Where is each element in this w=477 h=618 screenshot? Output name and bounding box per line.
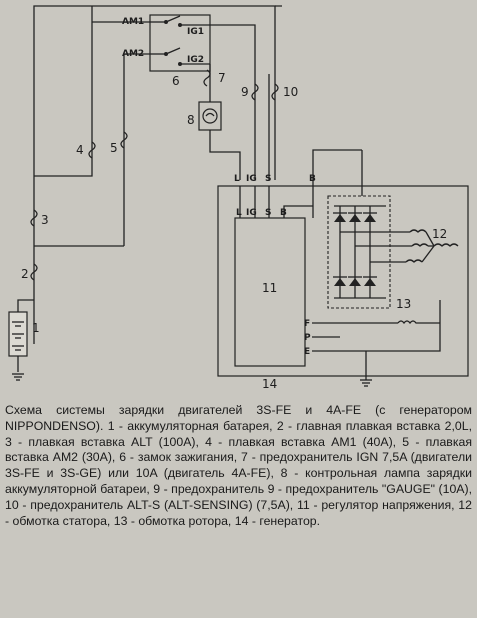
fuse-10-icon	[271, 83, 279, 101]
label-1: 1	[32, 321, 40, 335]
label-6: 6	[172, 74, 180, 88]
battery-icon	[12, 321, 24, 351]
rotor-winding-icon	[397, 320, 440, 325]
label-2: 2	[21, 267, 29, 281]
label-am2: AM2	[122, 49, 144, 59]
label-8: 8	[187, 113, 195, 127]
fusible-link-5-icon	[120, 131, 128, 149]
rectifier-diodes	[333, 205, 386, 299]
pin-right-p: P	[304, 333, 311, 343]
label-11: 11	[262, 281, 277, 295]
label-am1: AM1	[122, 17, 144, 27]
wire-main-top	[33, 5, 276, 344]
fuse-9-icon	[251, 83, 259, 101]
label-12: 12	[432, 227, 447, 241]
wire-am1	[91, 6, 150, 158]
pin-top-ig: IG	[246, 174, 257, 184]
main-fusible-link-2-icon	[30, 263, 38, 281]
label-13: 13	[396, 297, 411, 311]
pin-inner-b: B	[280, 208, 287, 218]
wire-s-sense	[268, 5, 282, 180]
figure-caption: Схема системы зарядки двигателей 3S-FE и…	[5, 403, 472, 528]
ground-left-icon	[12, 373, 24, 381]
charge-lamp-body	[198, 101, 222, 131]
pin-inner-s: S	[265, 208, 271, 218]
rectifier-frame	[327, 195, 391, 309]
pin-right-e: E	[304, 347, 310, 357]
label-4: 4	[76, 143, 84, 157]
fusible-link-3-icon	[30, 209, 38, 227]
wire-am2	[123, 53, 150, 246]
label-5: 5	[110, 141, 118, 155]
pin-top-l: L	[234, 174, 240, 184]
label-10: 10	[283, 85, 298, 99]
pin-inner-l: L	[236, 208, 242, 218]
label-14: 14	[262, 377, 277, 391]
label-ig2: IG2	[187, 55, 204, 65]
charge-lamp-icon	[202, 108, 218, 124]
stator-winding-icon	[340, 229, 459, 263]
voltage-regulator-body	[234, 217, 306, 367]
label-3: 3	[41, 213, 49, 227]
pin-top-s: S	[265, 174, 271, 184]
ignition-switch-body	[149, 14, 211, 72]
charging-system-diagram: AM1 AM2 IG1 IG2 6 7 8 9 10 4 5 3 2 1 14	[8, 5, 469, 391]
fusible-link-4-icon	[88, 141, 96, 159]
label-ig1: IG1	[187, 27, 204, 37]
wire-ig1	[190, 24, 256, 180]
ground-generator-icon	[360, 379, 372, 387]
label-9: 9	[241, 85, 249, 99]
ignition-switch-contacts	[150, 15, 210, 65]
label-7: 7	[218, 71, 226, 85]
pin-inner-ig: IG	[246, 208, 257, 218]
fuse-7-icon	[203, 69, 211, 87]
pin-right-f: F	[304, 319, 310, 329]
generator-frame	[217, 185, 469, 377]
